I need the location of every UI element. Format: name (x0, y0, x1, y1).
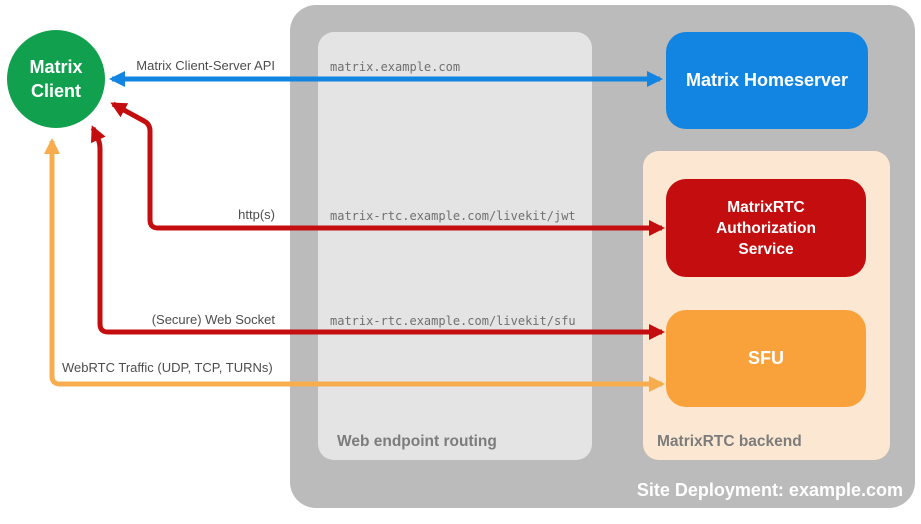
arrow-label-client-server-api: Matrix Client-Server API (136, 58, 275, 73)
matrix-client-label-line2: Client (30, 81, 81, 101)
matrix-homeserver-label: Matrix Homeserver (685, 70, 849, 90)
routing-panel-label: Web endpoint routing (337, 433, 497, 450)
auth-service-label-line2: Authorization (716, 219, 816, 237)
backend-panel-label: MatrixRTC backend (657, 433, 802, 450)
site-deployment-label: Site Deployment: example.com (636, 480, 903, 500)
arrow-label-webrtc-traffic: WebRTC Traffic (UDP, TCP, TURNs) (62, 360, 273, 375)
matrix-client-label-line1: Matrix (29, 57, 83, 77)
endpoint-url-livekit-jwt: matrix-rtc.example.com/livekit/jwt (330, 209, 576, 223)
arrow-label-https: http(s) (238, 207, 275, 222)
sfu-label: SFU (748, 348, 784, 368)
web-endpoint-routing-panel: Web endpoint routing (318, 32, 592, 460)
matrixrtc-auth-service-node: MatrixRTC Authorization Service (666, 179, 866, 277)
auth-service-label-line1: MatrixRTC (727, 198, 805, 216)
arrow-label-web-socket: (Secure) Web Socket (151, 312, 275, 327)
matrix-homeserver-node: Matrix Homeserver (666, 32, 868, 129)
endpoint-url-livekit-sfu: matrix-rtc.example.com/livekit/sfu (330, 314, 576, 328)
auth-service-label-line3: Service (738, 240, 794, 258)
sfu-node: SFU (666, 310, 866, 407)
matrix-client-node: Matrix Client (7, 30, 105, 128)
endpoint-url-homeserver: matrix.example.com (330, 60, 461, 74)
